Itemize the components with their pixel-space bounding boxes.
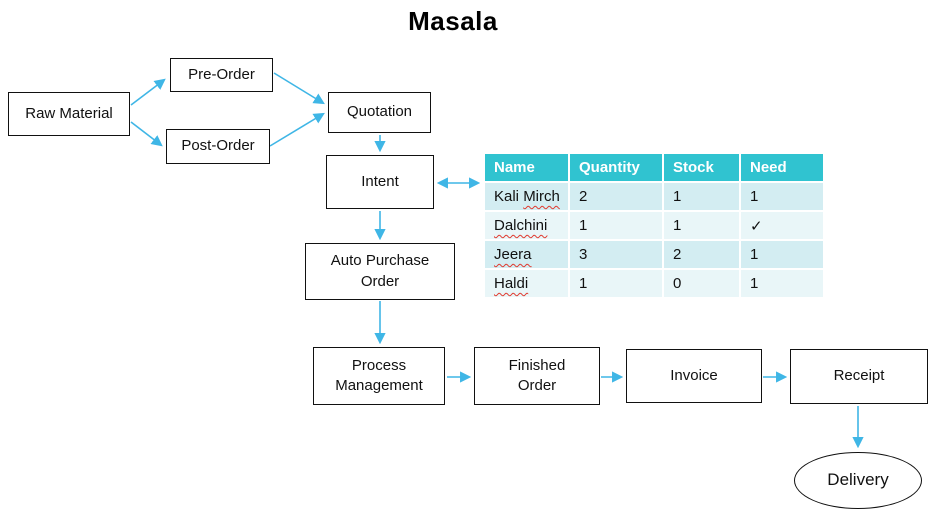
cell-stock: 1 <box>662 210 741 241</box>
name-misspelled: Jeera <box>494 246 532 263</box>
node-process-management: Process Management <box>313 347 445 405</box>
cell-quantity: 3 <box>568 239 664 270</box>
connector-postorder-quotation <box>269 112 325 147</box>
col-header-name: Name <box>483 152 570 183</box>
name-misspelled: Mirch <box>523 188 560 205</box>
cell-name: Jeera <box>483 239 570 270</box>
col-header-need: Need <box>739 152 825 183</box>
col-header-quantity: Quantity <box>568 152 664 183</box>
cell-stock: 1 <box>662 181 741 212</box>
cell-quantity: 1 <box>568 268 664 299</box>
node-finished-order: Finished Order <box>474 347 600 405</box>
spice-inventory-table: Name Quantity Stock Need Kali Mirch 2 1 … <box>483 152 825 299</box>
cell-stock: 0 <box>662 268 741 299</box>
node-quotation: Quotation <box>328 92 431 133</box>
node-auto-purchase-order: Auto Purchase Order <box>305 243 455 300</box>
node-delivery: Delivery <box>794 452 922 509</box>
cell-quantity: 2 <box>568 181 664 212</box>
table-row: Jeera 3 2 1 <box>483 239 825 270</box>
cell-need: ✓ <box>739 210 825 241</box>
cell-quantity: 1 <box>568 210 664 241</box>
cell-need: 1 <box>739 239 825 270</box>
name-misspelled: Dalchini <box>494 217 548 234</box>
node-raw-material: Raw Material <box>8 92 130 136</box>
connector-rawmaterial-preorder <box>130 78 166 106</box>
col-header-stock: Stock <box>662 152 741 183</box>
node-pre-order: Pre-Order <box>170 58 273 92</box>
node-receipt: Receipt <box>790 349 928 404</box>
connector-preorder-quotation <box>273 72 325 105</box>
cell-name: Kali Mirch <box>483 181 570 212</box>
cell-stock: 2 <box>662 239 741 270</box>
table-header-row: Name Quantity Stock Need <box>483 152 825 183</box>
cell-need: 1 <box>739 268 825 299</box>
cell-name: Haldi <box>483 268 570 299</box>
cell-name: Dalchini <box>483 210 570 241</box>
diagram-title: Masala <box>408 6 498 36</box>
table-row: Kali Mirch 2 1 1 <box>483 181 825 212</box>
name-plain: Kali <box>494 188 524 205</box>
name-misspelled: Haldi <box>494 275 529 292</box>
cell-need: 1 <box>739 181 825 212</box>
node-post-order: Post-Order <box>166 129 270 164</box>
node-invoice: Invoice <box>626 349 762 403</box>
table-row: Haldi 1 0 1 <box>483 268 825 299</box>
table-row: Dalchini 1 1 ✓ <box>483 210 825 241</box>
node-intent: Intent <box>326 155 434 209</box>
connector-rawmaterial-postorder <box>130 121 163 147</box>
